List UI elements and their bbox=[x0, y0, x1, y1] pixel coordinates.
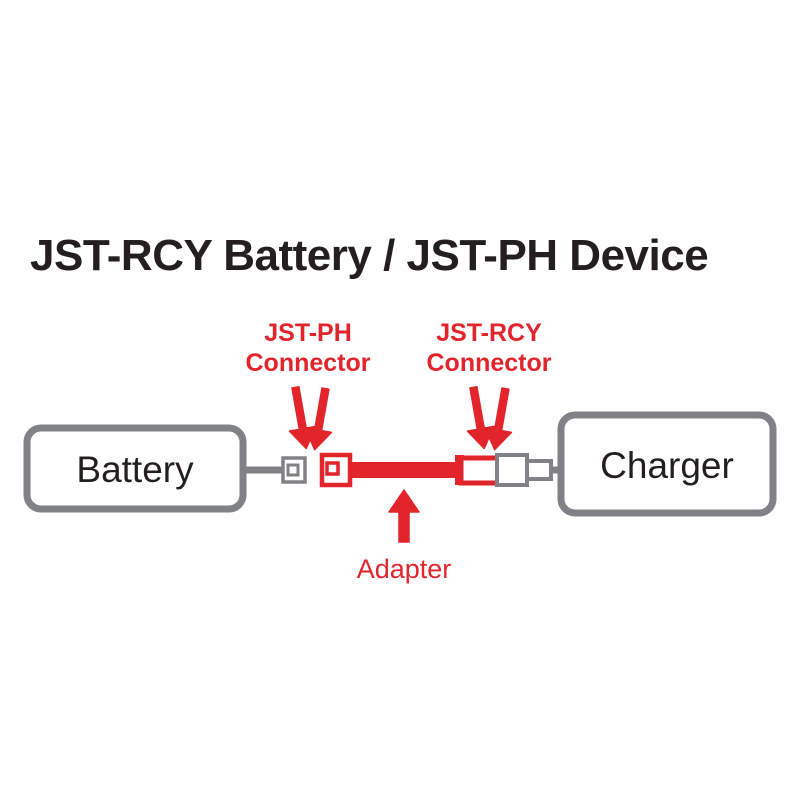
jst-rcy-male-connector-icon bbox=[495, 453, 553, 487]
arrow-group-left bbox=[288, 386, 333, 451]
battery-box-label: Battery bbox=[76, 449, 194, 490]
callout-jst-ph-line1: JST-PH bbox=[264, 319, 352, 347]
jst-rcy-male-collar bbox=[525, 459, 553, 481]
jst-ph-male-connector-icon bbox=[281, 456, 307, 484]
charger-box-outline bbox=[557, 411, 777, 517]
charger-box: Charger bbox=[557, 411, 777, 517]
arrow-down-icon-ph-inner bbox=[304, 387, 333, 451]
red-adapter bbox=[319, 452, 515, 488]
jst-rcy-male-body bbox=[495, 453, 529, 487]
arrow-group-right bbox=[466, 386, 513, 451]
callout-jst-rcy: JST-RCY Connector bbox=[427, 319, 552, 377]
adapter-callout: Adapter bbox=[357, 489, 452, 584]
battery-box: Battery bbox=[23, 424, 247, 513]
adapter-cable bbox=[349, 462, 459, 478]
callout-jst-ph-line2: Connector bbox=[246, 349, 371, 377]
page-title: JST-RCY Battery / JST-PH Device bbox=[30, 231, 708, 280]
adapter-label: Adapter bbox=[357, 554, 452, 584]
arrow-down-icon-rcy-inner bbox=[484, 387, 513, 451]
callout-jst-rcy-line2: Connector bbox=[427, 349, 552, 377]
arrow-up-icon-adapter bbox=[388, 489, 420, 543]
callout-jst-rcy-line1: JST-RCY bbox=[436, 319, 542, 347]
jst-ph-female-keyway bbox=[325, 461, 340, 476]
charger-box-label: Charger bbox=[600, 445, 734, 486]
callout-jst-ph: JST-PH Connector bbox=[246, 319, 371, 377]
